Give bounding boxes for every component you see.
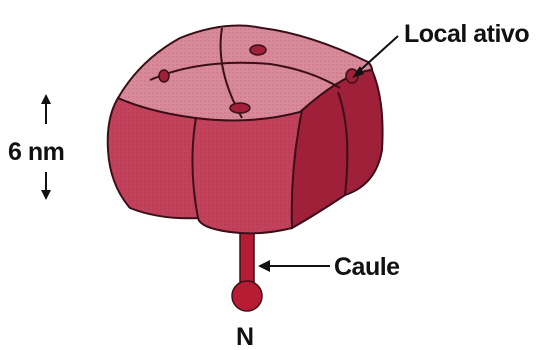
arrow-up-icon xyxy=(41,94,51,124)
stalk-label: Caule xyxy=(334,253,400,281)
arrow-down-icon xyxy=(41,172,51,200)
stalk-pointer xyxy=(258,260,330,272)
active-site-label: Local ativo xyxy=(404,20,529,48)
height-label: 6 nm xyxy=(8,138,64,166)
front-right-face xyxy=(192,110,302,233)
n-terminus-label: N xyxy=(236,323,254,350)
